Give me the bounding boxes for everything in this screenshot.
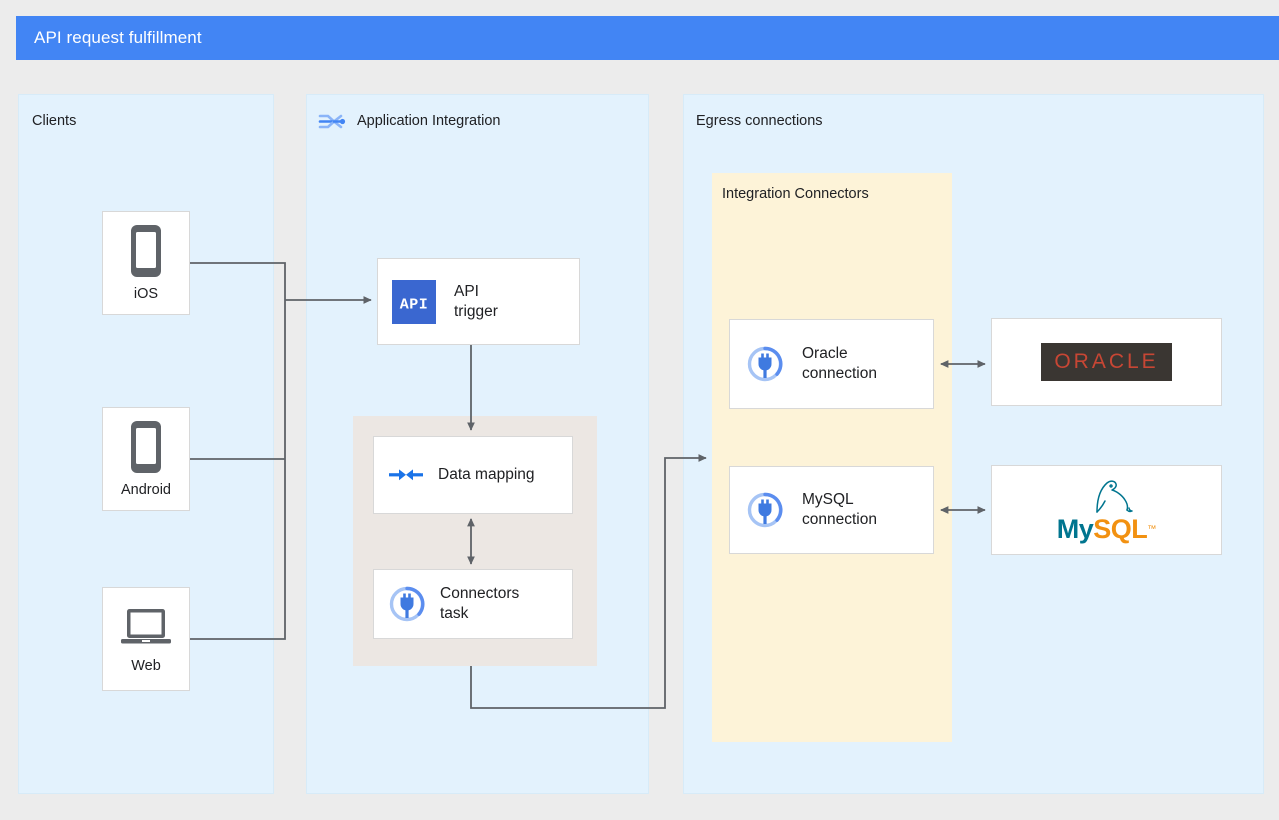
data-mapping-icon — [388, 462, 424, 488]
node-connectors-task[interactable]: Connectors task — [373, 569, 573, 639]
mysql-dolphin-logo — [1095, 479, 1133, 513]
group-integration-connectors — [712, 173, 952, 742]
node-label-android: Android — [121, 481, 171, 498]
node-label-oracle-connection: Oracle connection — [802, 345, 877, 382]
phone-icon — [127, 223, 165, 279]
node-mysql-logo: MySQL™ — [991, 465, 1222, 555]
panel-label-clients: Clients — [32, 113, 77, 129]
connector-plug-icon — [744, 343, 786, 385]
node-label-mysql-connection: MySQL connection — [802, 491, 877, 528]
node-ios[interactable]: iOS — [102, 211, 190, 315]
laptop-icon — [118, 603, 174, 651]
mysql-logo: MySQL™ — [1056, 478, 1157, 544]
group-label-integration-connectors: Integration Connectors — [722, 186, 869, 202]
node-api-trigger[interactable]: API API trigger — [377, 258, 580, 345]
mysql-logo-trademark: ™ — [1147, 523, 1157, 534]
api-trigger-icon: API — [392, 279, 436, 324]
panel-label-egress-connections: Egress connections — [696, 113, 823, 129]
node-oracle-connection[interactable]: Oracle connection — [729, 319, 934, 409]
page-title: API request fulfillment — [34, 28, 202, 47]
oracle-logo-text: ORACLE — [1054, 350, 1159, 373]
node-web[interactable]: Web — [102, 587, 190, 691]
panel-label-application-integration: Application Integration — [357, 113, 501, 129]
connector-plug-icon — [744, 489, 786, 531]
diagram-title-bar: API request fulfillment — [16, 16, 1279, 60]
node-oracle-logo: ORACLE — [991, 318, 1222, 406]
node-data-mapping[interactable]: Data mapping — [373, 436, 573, 514]
application-integration-icon — [317, 108, 347, 136]
api-trigger-icon-text: API — [400, 296, 429, 313]
node-label-data-mapping: Data mapping — [438, 466, 535, 484]
node-label-ios: iOS — [133, 285, 159, 302]
node-label-api-trigger: API trigger — [454, 282, 498, 320]
oracle-logo: ORACLE — [1041, 343, 1172, 381]
node-label-connectors-task: Connectors task — [440, 585, 520, 622]
node-label-web: Web — [131, 657, 161, 674]
node-mysql-connection[interactable]: MySQL connection — [729, 466, 934, 554]
mysql-logo-text-sql: SQL — [1093, 513, 1148, 544]
phone-icon — [127, 419, 165, 475]
connector-plug-icon — [386, 583, 428, 625]
node-android[interactable]: Android — [102, 407, 190, 511]
mysql-logo-text-my: My — [1056, 513, 1094, 544]
